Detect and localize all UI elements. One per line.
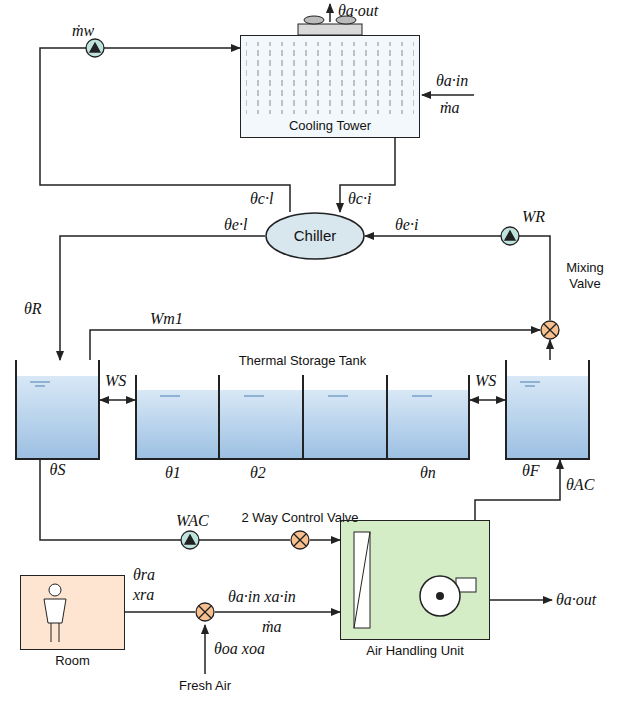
pipe-connector: [40, 460, 290, 540]
label-holder: ṁa: [440, 99, 460, 116]
label-holder: WR: [522, 208, 545, 225]
text-holder: Chiller: [294, 228, 337, 244]
node-label: Air Handling Unit: [366, 643, 464, 659]
variable-label: θR: [24, 300, 42, 317]
flow-variable: Wm1: [150, 310, 183, 327]
air-handling-unit-art: [340, 520, 552, 640]
variable-label: θn: [420, 464, 436, 481]
text-holder: Mixing Valve: [558, 260, 612, 292]
text-holder: θS: [50, 461, 66, 478]
room: Room: [20, 575, 125, 650]
pipe-connector: [215, 611, 340, 613]
room-art: [20, 575, 205, 674]
label-holder: θ2: [250, 464, 266, 481]
valve-symbol: [195, 602, 215, 622]
chiller: Chiller: [265, 212, 365, 260]
flow-variable: θc·i: [348, 190, 371, 207]
node-label: Thermal Storage Tank: [239, 353, 367, 369]
edge-label-holder: WS: [105, 372, 126, 389]
node-label: Room: [55, 653, 90, 669]
flow-variable: θc·l: [250, 190, 273, 207]
variable-label: θ2: [250, 464, 266, 481]
cooling-tower: Cooling Tower: [240, 35, 420, 138]
label-holder: ṁa: [262, 618, 282, 635]
variable-label: xra: [133, 586, 154, 603]
water-fill: [17, 375, 588, 460]
label-holder: θoa xoa: [214, 640, 265, 657]
text-holder: Air Handling Unit: [366, 643, 464, 659]
pipe-connector: [470, 399, 505, 401]
label-holder: θra: [133, 566, 155, 583]
edge-label-holder: WS: [475, 372, 496, 389]
flow-variable: WAC: [176, 512, 209, 529]
variable-label: ṁw: [72, 22, 94, 39]
control-valve: 2 Way Control Valve: [290, 530, 310, 550]
label-holder: θR: [24, 300, 42, 317]
variable-label: θra: [133, 566, 155, 583]
valve-symbol: [290, 530, 310, 550]
node-label: Cooling Tower: [289, 118, 371, 134]
pipe-connector: [100, 399, 135, 401]
text-holder: Fresh Air: [179, 678, 231, 694]
node-label: Fresh Air: [179, 678, 231, 694]
flow-variable: WS: [475, 372, 496, 389]
variable-label: θF: [522, 462, 540, 479]
pipe-connector: [125, 611, 195, 613]
variable-label: θ1: [165, 464, 181, 481]
node-label: Chiller: [294, 228, 337, 244]
flow-variable: θAC: [566, 476, 594, 493]
variable-label: θa·out: [338, 2, 378, 19]
variable-label: ṁa: [262, 618, 282, 635]
edge-label-holder: θe·i: [395, 216, 418, 233]
flow-variable: WS: [105, 372, 126, 389]
variable-label: θoa xoa: [214, 640, 265, 657]
pipe-connector: [475, 460, 560, 520]
label-holder: θn: [420, 464, 436, 481]
storage-tank-left: θS: [15, 360, 100, 460]
air-handling-unit: Air Handling Unit: [340, 520, 490, 640]
variable-label: WR: [522, 208, 545, 225]
label-holder: θ1: [165, 464, 181, 481]
edge-label-holder: WAC: [176, 512, 209, 529]
text-holder: Cooling Tower: [289, 118, 371, 134]
edge-label-holder: Wm1: [150, 310, 183, 327]
label-holder: ṁw: [72, 22, 94, 39]
variable-label: ṁa: [440, 99, 460, 116]
edge-label-holder: θAC: [566, 476, 594, 493]
label-holder: θa·out: [338, 2, 378, 19]
pipe-connector: [310, 539, 340, 541]
label-holder: θa·out: [556, 591, 596, 608]
fresh-air-mixer: Fresh Air: [195, 602, 215, 622]
pipe-connector: [365, 236, 550, 320]
mixing-valve: Mixing Valve: [540, 320, 560, 340]
label-holder: θa·in: [436, 72, 468, 89]
variable-label: θS: [50, 461, 66, 478]
node-label: Mixing Valve: [558, 260, 612, 292]
flow-variable: θa·in xa·in: [228, 588, 296, 605]
pipe-connector: [549, 340, 551, 360]
edge-label-holder: θc·l: [250, 190, 273, 207]
pipe-connector: [340, 138, 395, 212]
variable-label: θa·in: [436, 72, 468, 89]
valve-symbol: [540, 320, 560, 340]
text-holder: Room: [55, 653, 90, 669]
thermal-storage-tank: Thermal Storage Tank: [135, 375, 470, 460]
text-holder: Thermal Storage Tank: [239, 353, 367, 369]
flow-variable: θe·l: [224, 216, 247, 233]
label-holder: xra: [133, 586, 154, 603]
text-holder: θF: [522, 462, 540, 479]
flow-variable: θe·i: [395, 216, 418, 233]
edge-label-holder: θc·i: [348, 190, 371, 207]
storage-tank-right: θF: [505, 360, 590, 460]
variable-label: θa·out: [556, 591, 596, 608]
cooling-tower-art: [240, 4, 474, 138]
edge-label-holder: θa·in xa·in: [228, 588, 296, 605]
edge-label-holder: θe·l: [224, 216, 247, 233]
pump-symbol: [86, 39, 519, 549]
